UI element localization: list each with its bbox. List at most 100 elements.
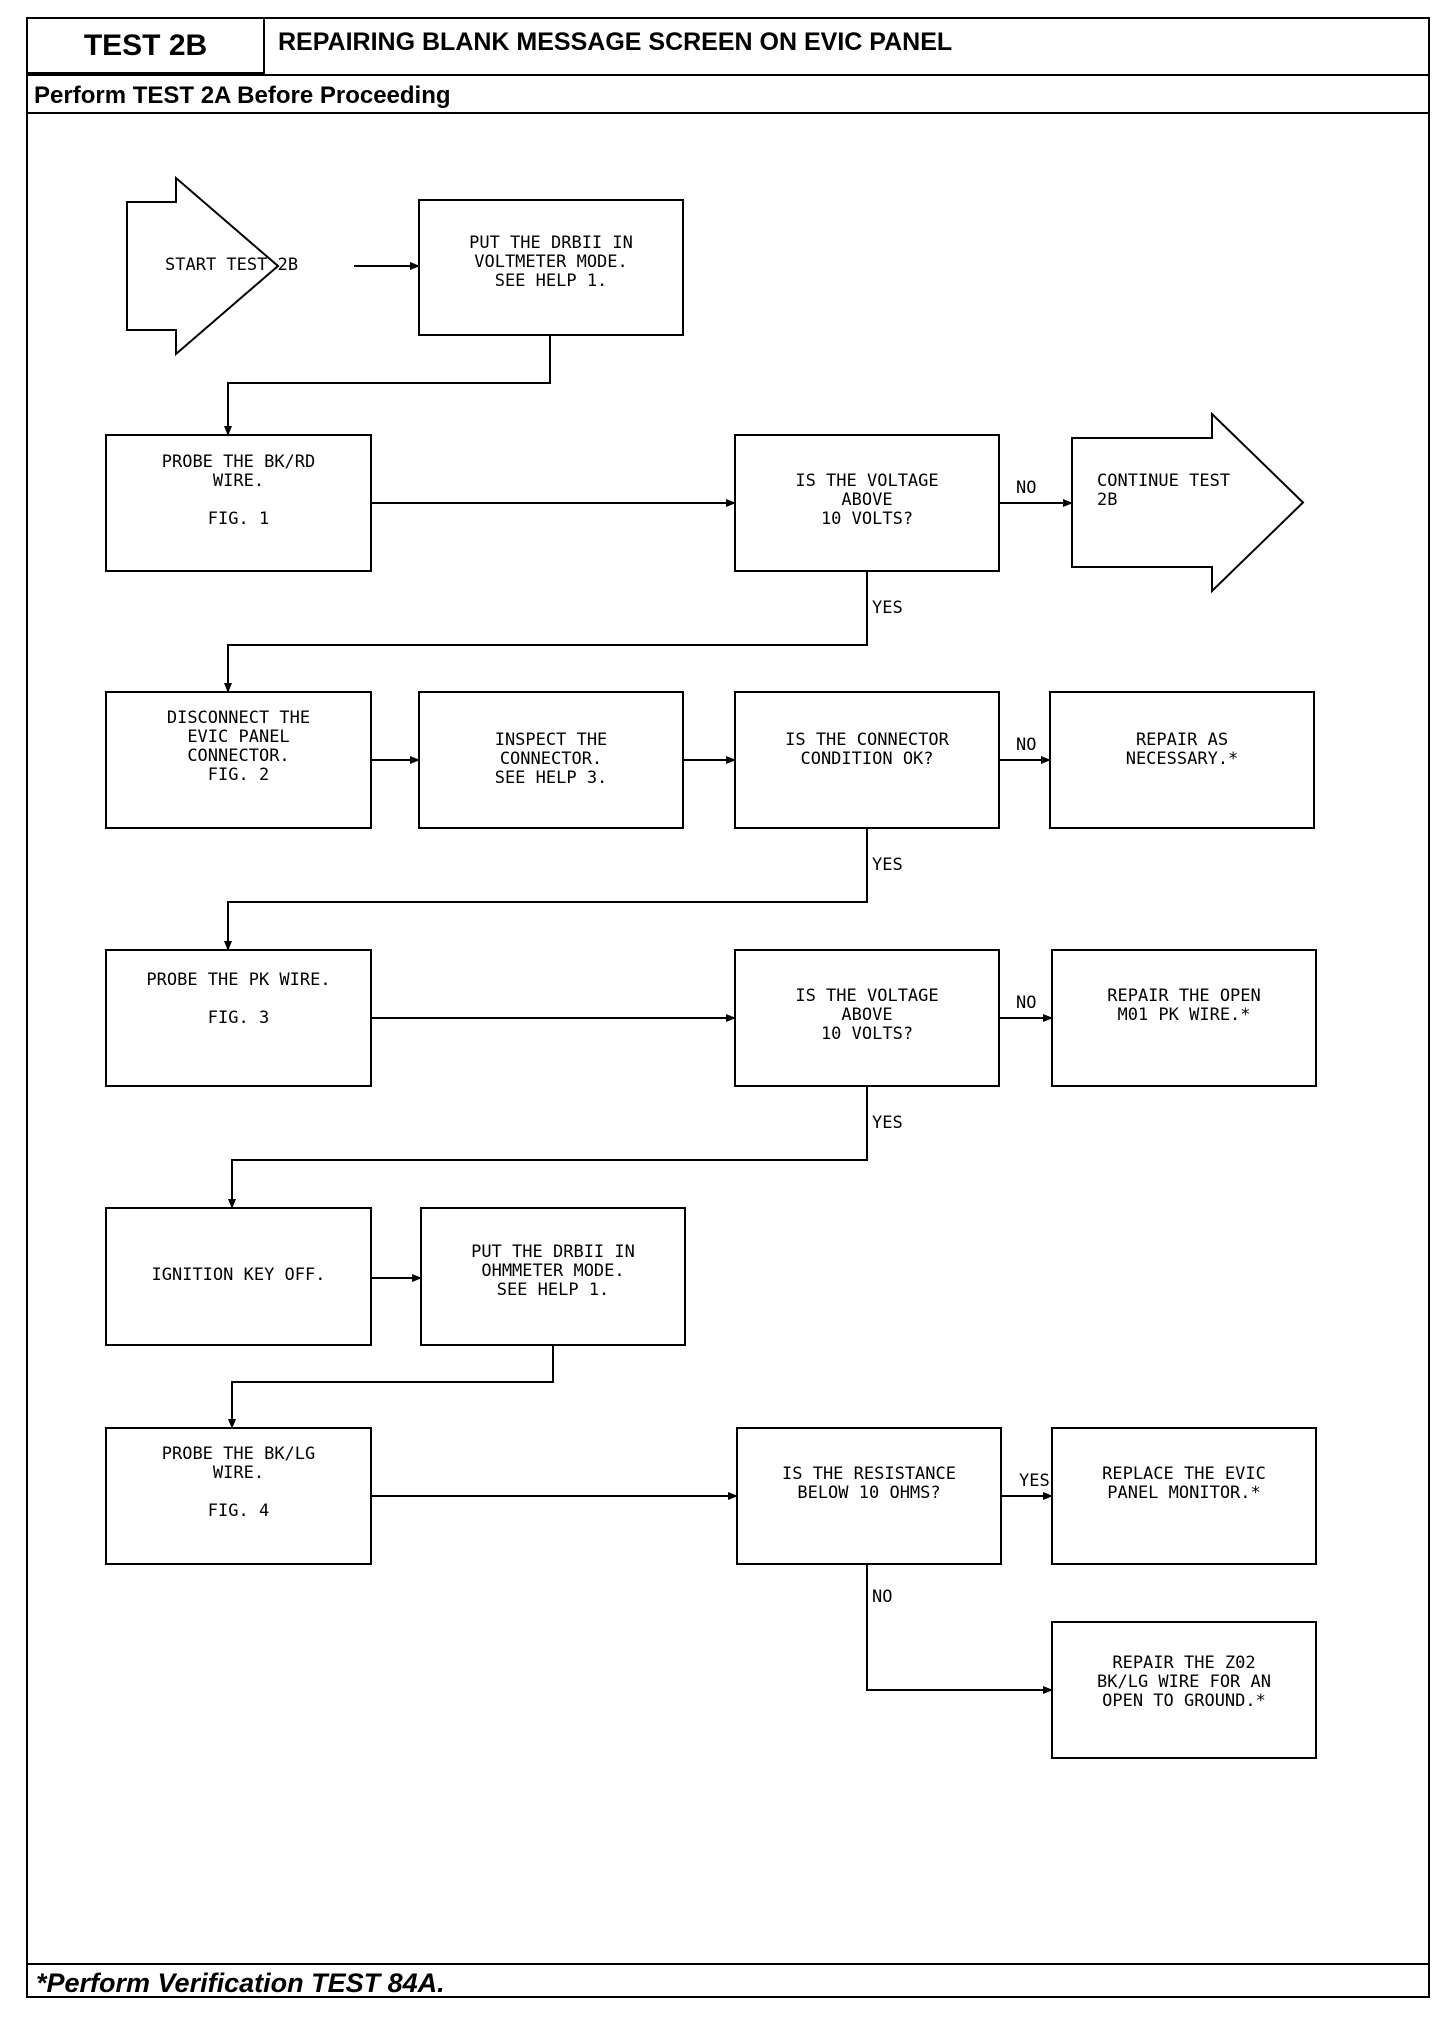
flow-node-text: CONDITION OK? (800, 749, 933, 769)
flow-node-text: VOLTMETER MODE. (474, 252, 628, 272)
flow-box (734, 949, 1000, 1087)
flow-node-text: PROBE THE BK/LG (162, 1444, 316, 1464)
flow-node-text: PROBE THE BK/RD (162, 452, 316, 472)
flow-node-text: REPAIR THE Z02 (1112, 1653, 1255, 1673)
flow-node-text: FIG. 1 (208, 509, 269, 529)
flow-connector-q-volt1-to-disconnect (224, 571, 868, 693)
flow-branch-label: NO (1016, 735, 1036, 755)
flow-node-text: 10 VOLTS? (821, 509, 913, 529)
header-divider (28, 74, 1428, 76)
flow-connector-q-volt2-to-ign-off (228, 1086, 868, 1209)
flow-node-text: SEE HELP 3. (495, 768, 608, 788)
flow-node-text: SEE HELP 1. (495, 271, 608, 291)
flow-box (105, 434, 372, 572)
subheader-divider (28, 112, 1428, 114)
flow-node-text: IS THE RESISTANCE (782, 1464, 956, 1484)
flow-node-text: EVIC PANEL (187, 727, 289, 747)
flow-node-text: FIG. 2 (208, 765, 269, 785)
flow-node-text: 2B (1097, 490, 1117, 510)
footer-note: *Perform Verification TEST 84A. (36, 1968, 445, 1998)
flow-box (420, 1207, 686, 1346)
flow-node-text: OPEN TO GROUND.* (1102, 1691, 1266, 1711)
flow-node-text: PROBE THE PK WIRE. (146, 970, 330, 990)
flow-connector-put-ohm-to-probe-bklg (228, 1345, 554, 1429)
flow-connector-q-res-to-repair-z02 (866, 1564, 1053, 1694)
flow-node-text: SEE HELP 1. (497, 1280, 610, 1300)
page-title: REPAIRING BLANK MESSAGE SCREEN ON EVIC P… (278, 28, 953, 56)
flow-box (105, 691, 372, 829)
flow-node-text: FIG. 3 (208, 1008, 269, 1028)
flow-node-text: REPLACE THE EVIC (1102, 1464, 1266, 1484)
flow-node-text: ABOVE (841, 1005, 892, 1025)
test-id: TEST 2B (28, 19, 265, 74)
flow-node-text: PUT THE DRBII IN (471, 1242, 635, 1262)
flow-box (105, 949, 372, 1087)
flow-branch-label: YES (872, 855, 903, 875)
flow-node-probe-pk: PROBE THE PK WIRE. FIG. 3 (105, 949, 372, 1087)
flow-box (105, 1427, 372, 1565)
flow-node-text: IS THE VOLTAGE (795, 471, 938, 491)
flow-box (736, 1427, 1002, 1565)
flow-branch-label: NO (1016, 993, 1036, 1013)
flow-node-text: BELOW 10 OHMS? (797, 1483, 940, 1503)
flow-node-text: 10 VOLTS? (821, 1024, 913, 1044)
flow-node-text: REPAIR THE OPEN (1107, 986, 1261, 1006)
flow-connector-put-volt-to-probe-bkrd (224, 335, 551, 436)
flow-node-text: WIRE. (213, 471, 264, 491)
flow-node-text: M01 PK WIRE.* (1117, 1005, 1250, 1025)
flow-branch-label: NO (1016, 478, 1036, 498)
flow-branch-label: YES (1019, 1471, 1050, 1491)
flow-node-text: NECESSARY.* (1126, 749, 1239, 769)
flow-node-text: IS THE CONNECTOR (785, 730, 950, 750)
flow-node-text: IGNITION KEY OFF. (152, 1265, 326, 1285)
flow-node-text: INSPECT THE (495, 730, 608, 750)
flow-node-text: BK/LG WIRE FOR AN (1097, 1672, 1271, 1692)
flow-node-text: FIG. 4 (208, 1501, 269, 1521)
flow-branch-label: YES (872, 598, 903, 618)
flow-box (1051, 949, 1317, 1087)
flow-box (1051, 1427, 1317, 1565)
flow-box (734, 434, 1000, 572)
flow-node-text: CONNECTOR. (500, 749, 602, 769)
flow-branch-label: YES (872, 1113, 903, 1133)
flow-node-text: IS THE VOLTAGE (795, 986, 938, 1006)
flow-node-text: REPAIR AS (1136, 730, 1228, 750)
flow-node-text: PUT THE DRBII IN (469, 233, 633, 253)
flow-arrow-shape (126, 175, 280, 357)
flow-node-text: ABOVE (841, 490, 892, 510)
flow-box (1051, 1621, 1317, 1759)
flow-arrow-shape (1071, 411, 1305, 594)
footer-divider (28, 1963, 1428, 1965)
flow-node-text: OHMMETER MODE. (481, 1261, 624, 1281)
flow-box (1049, 691, 1315, 829)
flow-box (418, 199, 684, 336)
flow-node-text: PANEL MONITOR.* (1107, 1483, 1261, 1503)
flow-box (418, 691, 684, 829)
flow-node-text: DISCONNECT THE (167, 708, 310, 728)
flow-box (734, 691, 1000, 829)
flow-node-text: START TEST 2B (165, 255, 298, 275)
page-frame (26, 17, 1430, 1998)
flow-node-text: CONNECTOR. (187, 746, 289, 766)
flow-box (105, 1207, 372, 1346)
flow-node-text: CONTINUE TEST (1097, 471, 1230, 491)
flow-connector-q-conn-to-probe-pk (224, 828, 868, 951)
prerequisite-note: Perform TEST 2A Before Proceeding (34, 82, 451, 109)
